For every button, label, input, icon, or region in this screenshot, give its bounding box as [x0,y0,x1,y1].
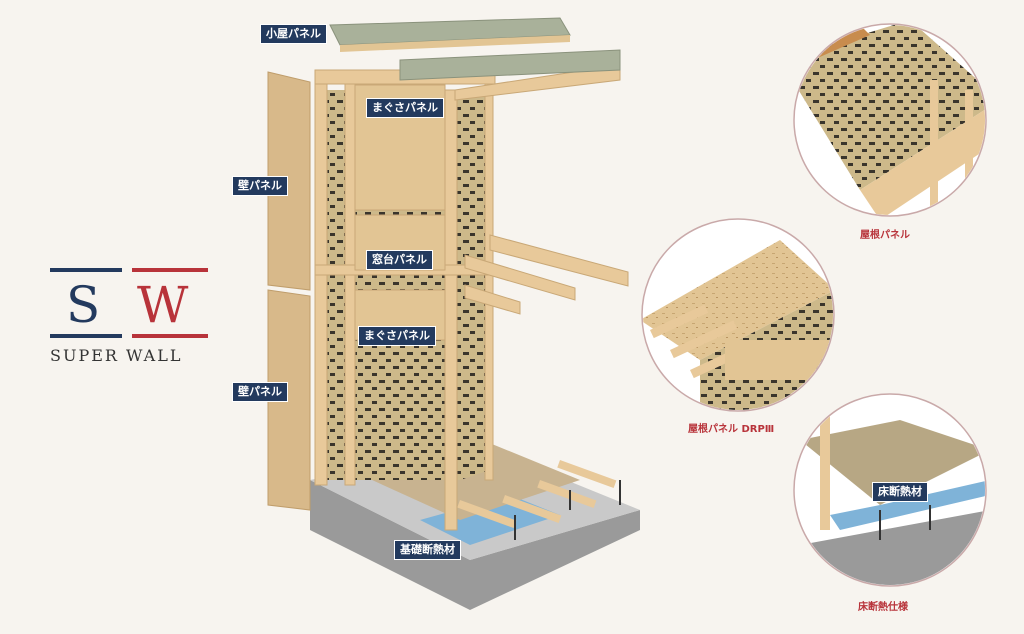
logo-bar-red [132,268,208,272]
label-beam-panel-upper: まぐさパネル [366,98,444,118]
label-floor-insulation: 床断熱材 [872,482,928,502]
wall-panel-lower [267,289,311,511]
side-wall-membrane [460,85,490,480]
label-wall-panel-lower: 壁パネル [232,382,288,402]
roof-drp-detail-circle [641,218,835,412]
logo-letter-s: S [66,276,101,334]
caption-floor-insulation-spec: 床断熱仕様 [858,602,908,613]
logo-bar-blue-bottom [50,334,122,338]
attic-panel-second [399,49,621,81]
wall-panel-upper [267,71,311,291]
logo-letter-w: W [137,276,189,334]
label-sill-panel: 窓台パネル [366,250,433,270]
label-attic-panel: 小屋パネル [260,24,327,44]
label-wall-panel-upper: 壁パネル [232,176,288,196]
logo-bar-blue [50,268,122,272]
label-beam-panel-lower: まぐさパネル [358,326,436,346]
logo-bar-red-bottom [132,334,208,338]
logo-wordmark: SUPER WALL [50,346,183,365]
wood-frame [314,64,629,531]
roof-detail-circle [793,23,987,217]
caption-roof-panel-drp: 屋根パネル DRPⅢ [688,424,775,435]
label-foundation-insulation: 基礎断熱材 [394,540,461,560]
caption-roof-panel: 屋根パネル [860,230,910,241]
